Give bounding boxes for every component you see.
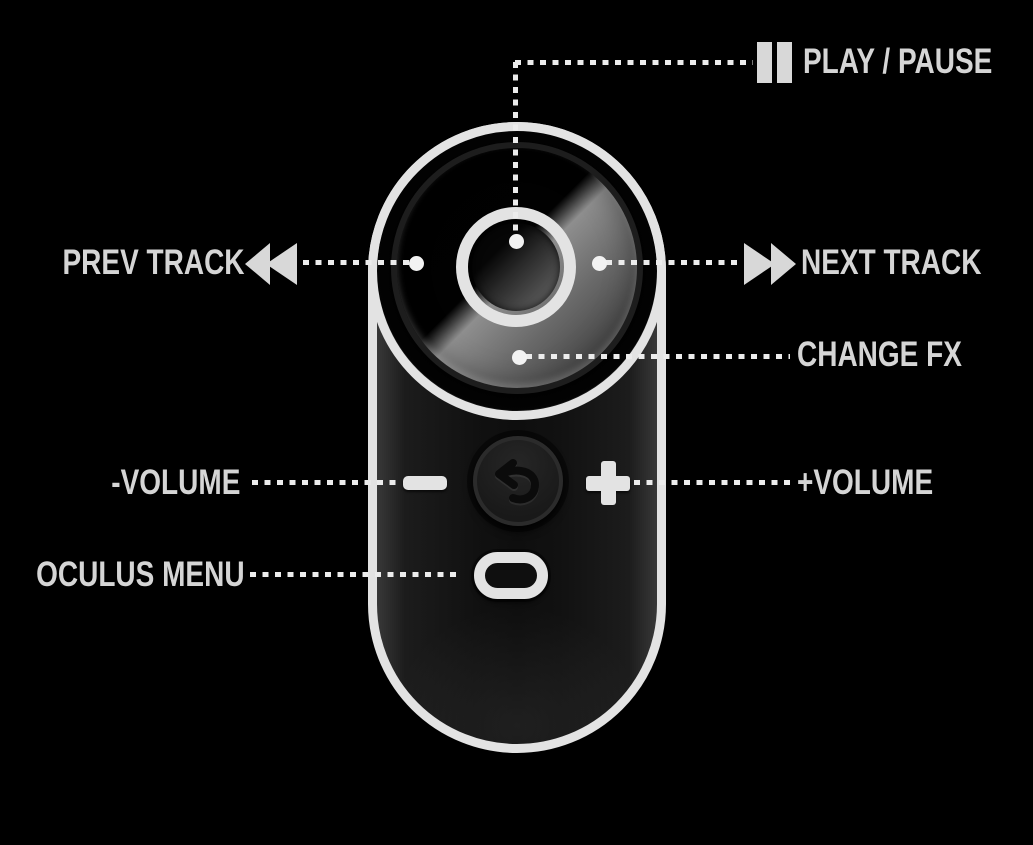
pause-icon bbox=[757, 42, 792, 83]
callout-line-volume-up bbox=[634, 480, 792, 485]
pause-bar bbox=[777, 42, 792, 83]
back-button bbox=[473, 436, 563, 526]
label-change-fx: CHANGE FX bbox=[797, 334, 962, 374]
back-arrow-icon bbox=[495, 459, 539, 504]
volume-down-button bbox=[403, 476, 447, 490]
label-prev-track: PREV TRACK bbox=[62, 242, 245, 282]
rewind-icon bbox=[245, 243, 297, 285]
callout-line-oculus-menu bbox=[250, 572, 462, 577]
callout-dot-next-track bbox=[592, 256, 607, 271]
label-oculus-menu: OCULUS MENU bbox=[36, 554, 245, 594]
label-play-pause: PLAY / PAUSE bbox=[803, 41, 993, 81]
pause-bar bbox=[757, 42, 772, 83]
callout-dot-play-pause bbox=[509, 234, 524, 249]
plus-icon bbox=[600, 461, 616, 505]
label-volume-up: +VOLUME bbox=[797, 462, 934, 502]
oculus-menu-button bbox=[474, 552, 548, 599]
callout-line-play-pause bbox=[515, 60, 753, 65]
volume-up-button bbox=[586, 461, 630, 505]
callout-line-volume-down bbox=[252, 480, 399, 485]
label-volume-down: -VOLUME bbox=[110, 462, 240, 502]
callout-dot-prev-track bbox=[409, 256, 424, 271]
label-next-track: NEXT TRACK bbox=[801, 242, 982, 282]
callout-line-change-fx bbox=[526, 354, 790, 359]
callout-line-next-track bbox=[606, 260, 742, 265]
callout-line-play-pause-vertical bbox=[513, 62, 518, 234]
callout-dot-change-fx bbox=[512, 350, 527, 365]
callout-line-prev-track bbox=[303, 260, 410, 265]
fast-forward-icon bbox=[744, 243, 796, 285]
